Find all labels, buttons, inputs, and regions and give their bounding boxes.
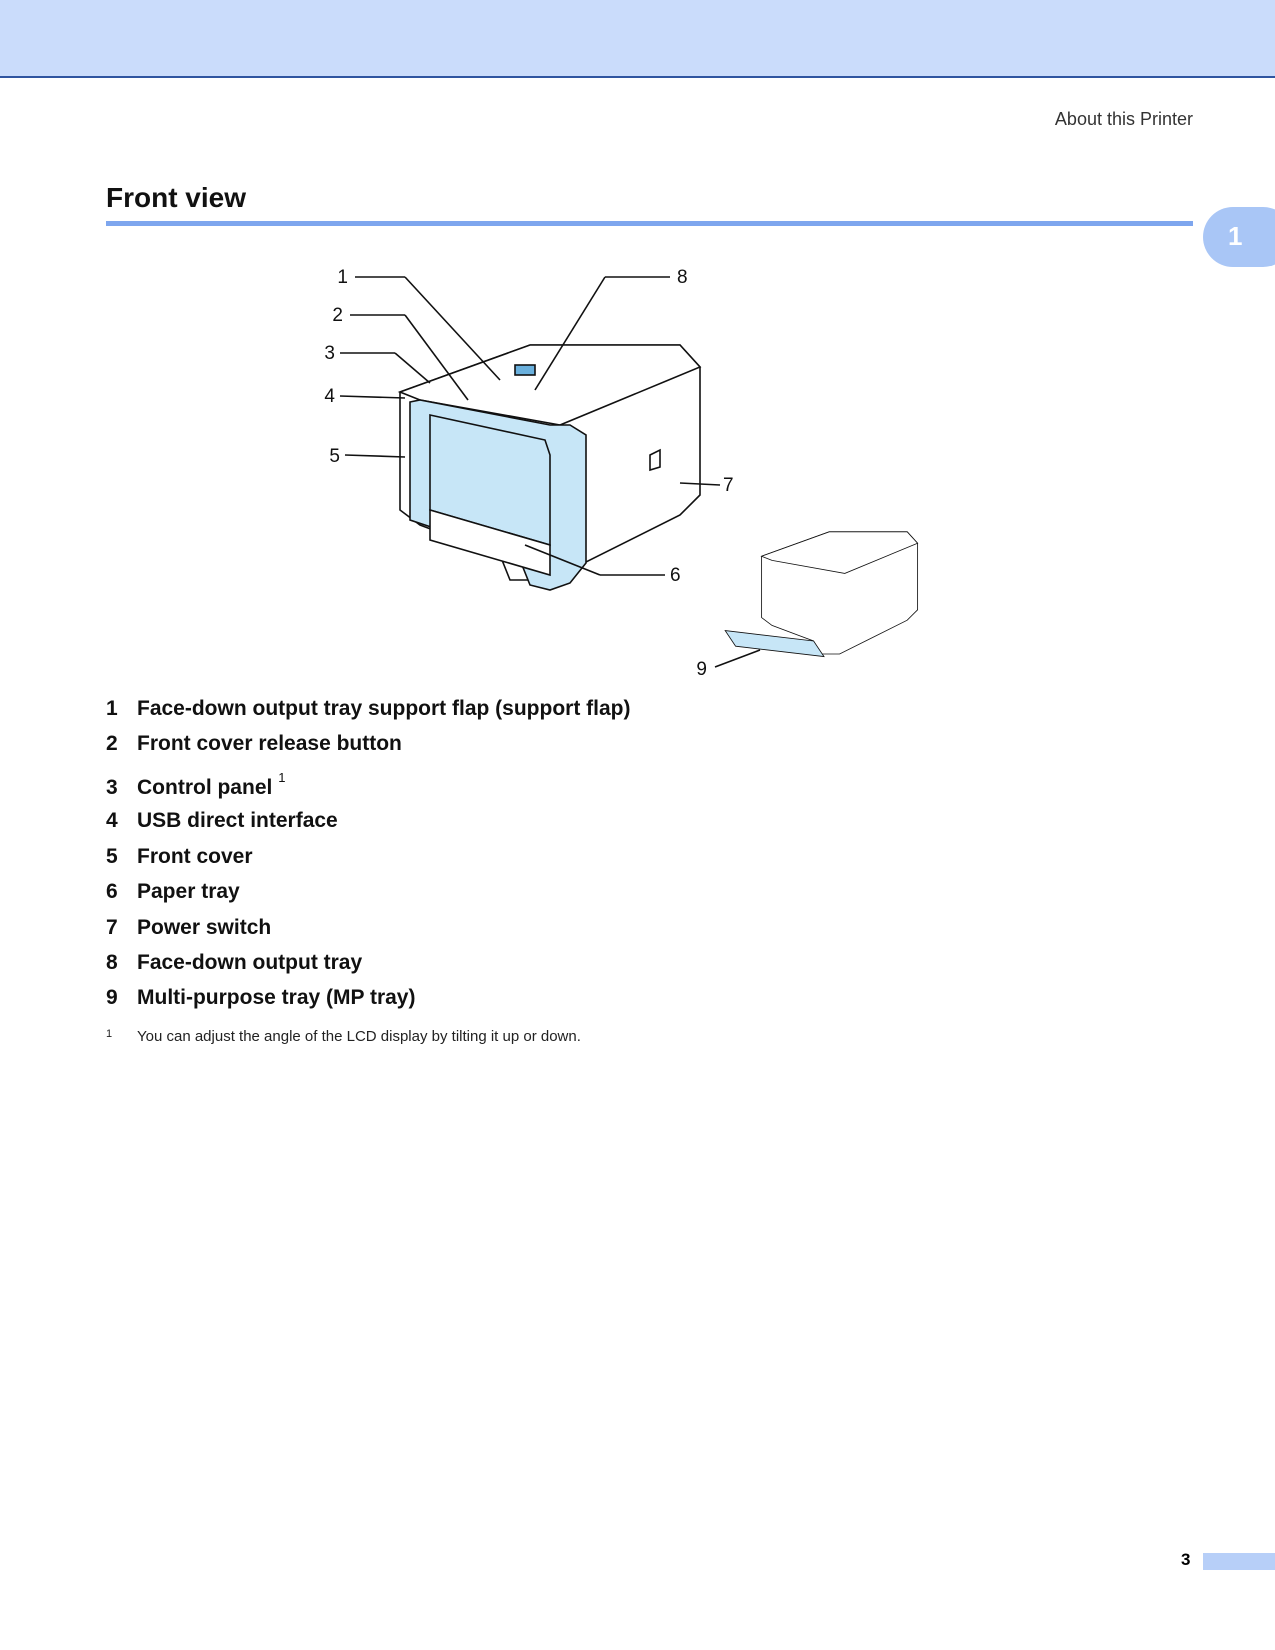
callout-7: 7 bbox=[723, 475, 734, 496]
callout-8: 8 bbox=[677, 267, 688, 288]
mp-tray bbox=[724, 630, 825, 658]
printer-main bbox=[397, 344, 702, 591]
page-number: 3 bbox=[1181, 1550, 1191, 1569]
section-title: Front view bbox=[106, 182, 247, 213]
printer-small bbox=[724, 531, 919, 658]
footer-bar bbox=[1203, 1553, 1275, 1570]
callout-lines bbox=[339, 276, 761, 668]
chapter-number: 1 bbox=[1228, 221, 1243, 251]
callout-6: 6 bbox=[670, 565, 681, 586]
chapter-tab: 1 bbox=[1203, 207, 1275, 267]
callout-numbers: 1 2 3 4 5 6 7 8 9 bbox=[324, 267, 733, 680]
callout-1: 1 bbox=[337, 267, 348, 288]
callout-4: 4 bbox=[324, 386, 335, 407]
title-rule bbox=[106, 221, 1193, 226]
running-title: About this Printer bbox=[1054, 109, 1193, 129]
footnote-ref[interactable]: 1 bbox=[278, 770, 286, 785]
header-band bbox=[0, 0, 1275, 78]
callout-2: 2 bbox=[332, 305, 343, 326]
printer-front-view-figure: 1 2 3 4 5 6 7 8 9 bbox=[324, 267, 919, 680]
callout-5: 5 bbox=[329, 446, 340, 467]
callout-3: 3 bbox=[324, 343, 335, 364]
callout-9: 9 bbox=[696, 659, 707, 680]
